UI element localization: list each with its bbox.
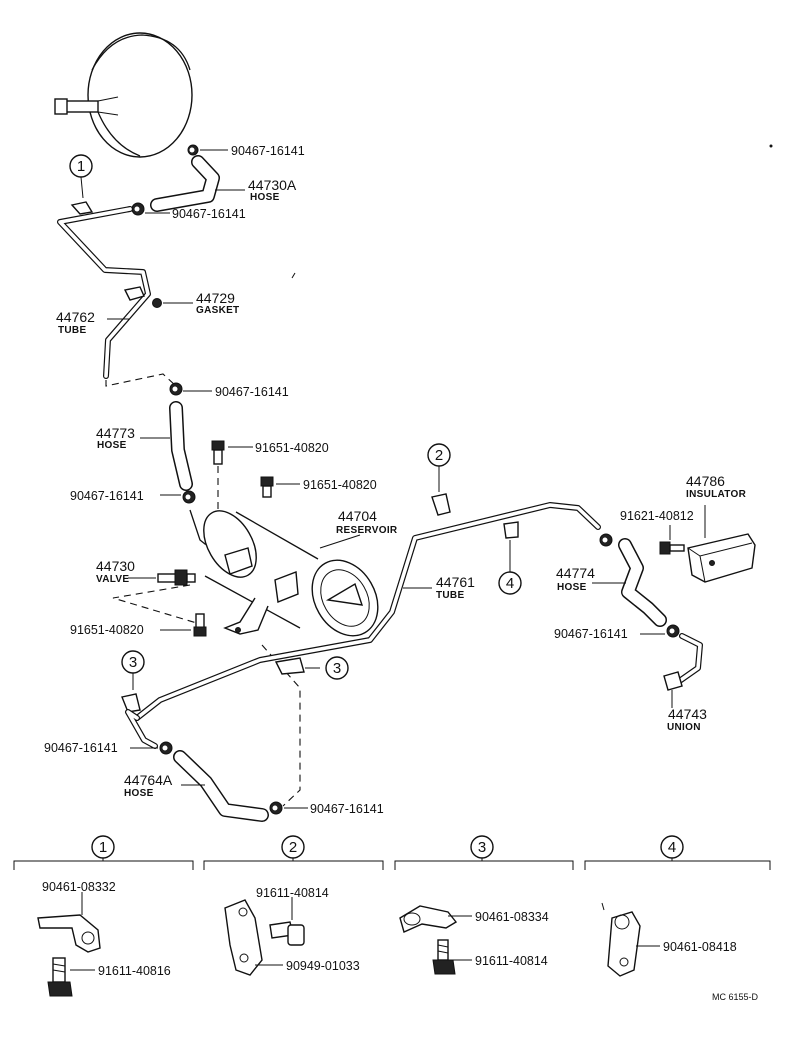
ref-circle-2: 2 [427,443,451,467]
callout-44786: 44786 [686,473,725,489]
detail-2-part-a: 91611-40814 [256,886,329,900]
callout-44774: 44774 [556,565,595,581]
callout-44774-name: HOSE [557,582,587,593]
callout-44764A: 44764A [124,772,173,788]
callout-91621-40812: 91621-40812 [620,509,694,523]
svg-text:4: 4 [506,575,514,592]
callout-44704-name: RESERVOIR [336,525,398,536]
detail-2-part-b: 90949-01033 [286,959,360,973]
svg-text:4: 4 [668,839,676,856]
detail-2-bracket-drawing [224,899,305,976]
callout-44786-name: INSULATOR [686,489,747,500]
callout-90467-16141-e: 90467-16141 [554,627,628,641]
svg-text:3: 3 [129,654,137,671]
detail-label-3: 3 [470,835,494,859]
bolt-icon [260,476,274,498]
hose-clamp-icon [187,144,199,156]
callout-44762-name: TUBE [58,325,86,336]
callout-90467-16141-c: 90467-16141 [215,385,289,399]
bolt-icon [211,440,225,465]
svg-text:1: 1 [99,839,107,856]
callout-44730A: 44730A [248,177,297,193]
screw-icon [659,541,685,555]
ref-circle-3: 3 [121,650,145,674]
insulator-drawing [687,533,756,583]
svg-text:3: 3 [478,839,486,856]
hose-clamp-icon [131,202,145,216]
svg-text:1: 1 [77,158,85,175]
brake-booster-drawing [54,32,193,158]
callout-44743: 44743 [668,706,707,722]
ref-circle-1: 1 [69,154,93,178]
hose-clamp-icon [159,741,173,755]
detail-label-4: 4 [660,835,684,859]
callout-90467-16141-f: 90467-16141 [44,741,118,755]
detail-4-clamp-drawing [601,902,641,977]
drawing-code: MC 6155-D [712,992,759,1002]
detail-3-part-a: 90461-08334 [475,910,549,924]
detail-3-clamp-drawing [399,905,458,975]
callout-91651-40820-c: 91651-40820 [70,623,144,637]
callout-91651-40820-a: 91651-40820 [255,441,329,455]
callout-44729: 44729 [196,290,235,306]
callout-44730: 44730 [96,558,135,574]
detail-3-part-b: 91611-40814 [475,954,548,968]
gasket-icon [152,298,162,308]
svg-text:2: 2 [289,839,297,856]
callout-44730-name: VALVE [96,574,129,585]
ref-circle-4: 4 [498,571,522,595]
detail-4-part-a: 90461-08418 [663,940,737,954]
bolt-icon [193,613,207,637]
callout-90467-16141-g: 90467-16141 [310,802,384,816]
check-valve-icon [157,569,196,586]
detail-1-part-a: 90461-08332 [42,880,116,894]
detail-divider-lines [13,860,771,870]
callout-90467-16141-d: 90467-16141 [70,489,144,503]
callout-90467-16141-a: 90467-16141 [231,144,305,158]
callout-44762: 44762 [56,309,95,325]
callout-44729-name: GASKET [196,305,239,316]
detail-label-1: 1 [91,835,115,859]
hose-clamp-icon [169,382,183,396]
ref-circle-3b: 3 [325,656,349,680]
svg-text:3: 3 [333,660,341,677]
callout-90467-16141-b: 90467-16141 [172,207,246,221]
callout-44773: 44773 [96,425,135,441]
detail-1-part-b: 91611-40816 [98,964,171,978]
detail-label-2: 2 [281,835,305,859]
callout-91651-40820-b: 91651-40820 [303,478,377,492]
detail-1-clamp-drawing [37,914,101,997]
callout-44743-name: UNION [667,722,701,733]
svg-text:2: 2 [435,447,443,464]
callout-44704: 44704 [338,508,377,524]
hose-clamp-icon [269,801,283,815]
callout-44761: 44761 [436,574,475,590]
hose-clamp-icon [182,490,196,504]
callout-44730A-name: HOSE [250,192,280,203]
callout-44764A-name: HOSE [124,788,154,799]
reservoir-drawing [203,508,379,637]
callout-44761-name: TUBE [436,590,464,601]
hose-clamp-icon [666,624,680,638]
callout-44773-name: HOSE [97,440,127,451]
hose-clamp-icon [599,533,613,547]
